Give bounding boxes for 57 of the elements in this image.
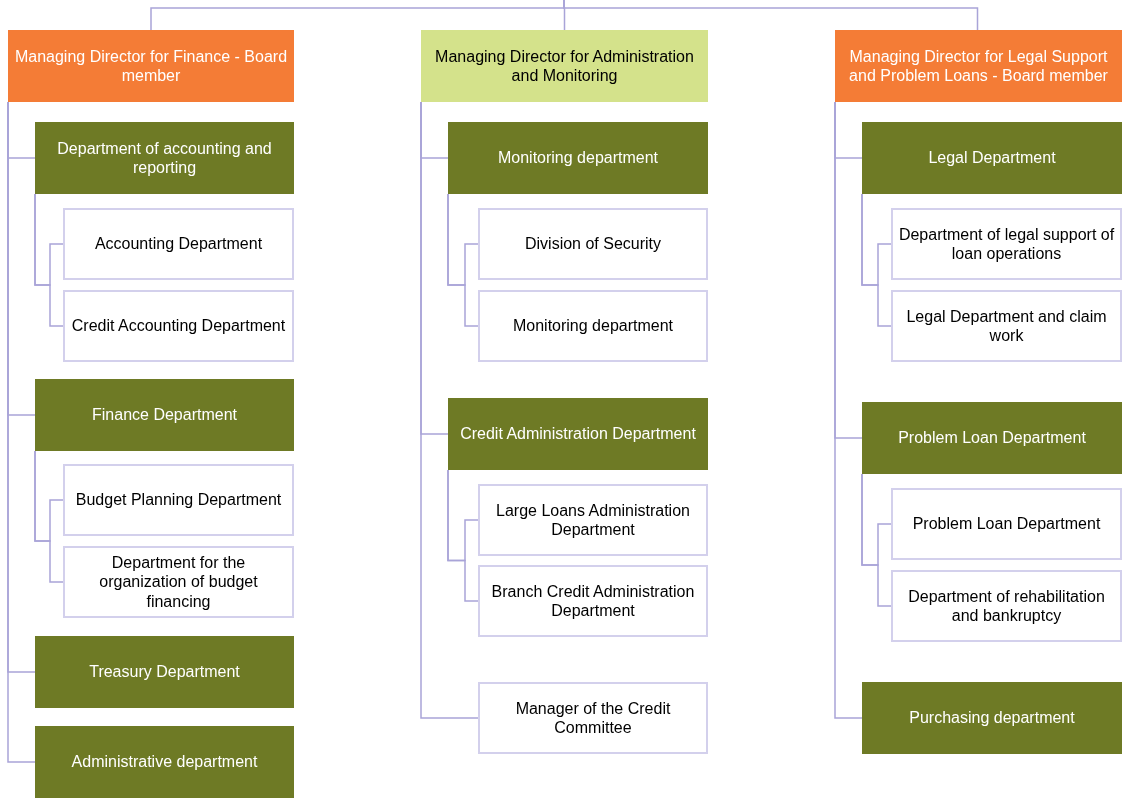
box-label: Legal Department and claim work bbox=[905, 306, 1108, 346]
box-label: Credit Administration Department bbox=[460, 424, 696, 444]
division-box bbox=[478, 290, 708, 362]
connector-line bbox=[861, 473, 892, 607]
box-label: Purchasing department bbox=[909, 708, 1075, 728]
connector-line bbox=[447, 469, 479, 602]
box-label: Department of legal support of loan operations bbox=[897, 224, 1116, 264]
division-box bbox=[63, 546, 294, 618]
division-box bbox=[891, 570, 1122, 642]
box-label: Department of rehabilitation and bankruptcy bbox=[907, 586, 1106, 626]
department-box bbox=[35, 122, 294, 194]
director-box bbox=[835, 30, 1122, 102]
department-box bbox=[448, 398, 708, 470]
box-label: Problem Loan Department bbox=[912, 514, 1101, 534]
box-label: Problem Loan Department bbox=[898, 428, 1086, 448]
box-label: Treasury Department bbox=[89, 662, 240, 682]
department-box bbox=[35, 726, 294, 798]
box-label: Managing Director for Administration and Monitoring bbox=[434, 46, 695, 86]
box-label: Accounting Department bbox=[94, 234, 263, 254]
division-box bbox=[478, 484, 708, 556]
box-label: Legal Department bbox=[928, 148, 1056, 168]
connector-line bbox=[861, 193, 892, 327]
connector-line bbox=[34, 193, 64, 327]
division-box bbox=[891, 488, 1122, 560]
box-label: Budget Planning Department bbox=[75, 490, 282, 510]
division-box bbox=[478, 682, 708, 754]
box-label: Manager of the Credit Committee bbox=[514, 698, 672, 738]
connector-line bbox=[563, 0, 979, 31]
director-box bbox=[421, 30, 708, 102]
department-box bbox=[448, 122, 708, 194]
department-box bbox=[35, 636, 294, 708]
division-box bbox=[63, 290, 294, 362]
division-box bbox=[478, 208, 708, 280]
division-box bbox=[891, 290, 1122, 362]
connector-line bbox=[447, 193, 479, 327]
department-box bbox=[862, 122, 1122, 194]
box-label: Large Loans Administration Department bbox=[495, 500, 691, 540]
director-box bbox=[8, 30, 294, 102]
division-box bbox=[478, 565, 708, 637]
box-label: Credit Accounting Department bbox=[71, 316, 286, 336]
box-label: Branch Credit Administration Department bbox=[490, 581, 696, 621]
division-box bbox=[63, 464, 294, 536]
box-label: Managing Director for Finance - Board member bbox=[13, 46, 289, 86]
box-label: Administrative department bbox=[71, 752, 258, 772]
box-label: Department for the organization of budget financing bbox=[98, 553, 259, 611]
department-box bbox=[862, 402, 1122, 474]
division-box bbox=[63, 208, 294, 280]
box-label: Finance Department bbox=[92, 405, 237, 425]
box-label: Monitoring department bbox=[497, 148, 659, 168]
box-label: Monitoring department bbox=[512, 316, 674, 336]
box-label: Managing Director for Legal Support and Problem Loans - Board member bbox=[848, 46, 1109, 86]
box-label: Department of accounting and reporting bbox=[56, 138, 273, 178]
box-label: Division of Security bbox=[524, 234, 661, 254]
division-box bbox=[891, 208, 1122, 280]
department-box bbox=[862, 682, 1122, 754]
connector-line bbox=[34, 450, 64, 583]
department-box bbox=[35, 379, 294, 451]
